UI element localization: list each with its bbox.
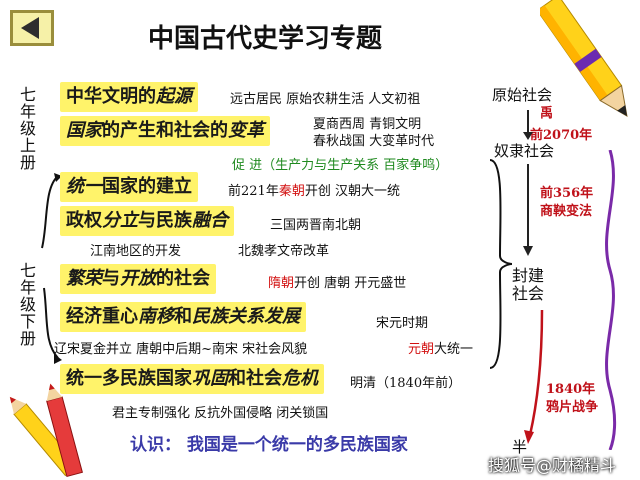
back-button[interactable] — [10, 10, 54, 46]
timeline-opium: 鸦片战争 — [546, 400, 599, 415]
timeline-2070bc: 前2070年 — [530, 128, 593, 143]
detail-yuan: 元朝大统一 — [408, 342, 474, 357]
detail-sui-tang: 隋朝开创 唐朝 开元盛世 — [268, 276, 407, 291]
decorative-wave-icon — [605, 150, 617, 450]
detail-song-yuan: 宋元时期 — [376, 316, 429, 331]
topic-consolidation: 统一多民族国家巩固和社会危机 — [60, 364, 324, 394]
grade-upper-label: 七年级上册 — [17, 86, 36, 171]
detail-ming-qing-features: 君主专制强化 反抗外国侵略 闭关锁国 — [112, 406, 329, 421]
pencil-icon — [9, 383, 83, 478]
timeline-semi: 半 — [512, 438, 528, 456]
curly-brace-icon — [489, 159, 513, 369]
topic-unification: 统一国家的建立 — [60, 172, 198, 202]
topic-division: 政权分立与民族融合 — [60, 206, 234, 236]
timeline-shangyang: 商鞅变法 — [540, 204, 593, 219]
grade-lower-label: 七年级下册 — [17, 262, 36, 347]
detail-xia-shang: 夏商西周 青铜文明 — [313, 117, 422, 132]
detail-beiwei: 北魏孝文帝改革 — [238, 244, 330, 259]
detail-origin: 远古居民 原始农耕生活 人文初祖 — [230, 92, 421, 107]
timeline-arrow-icon — [523, 110, 544, 444]
topic-state-change: 国家的产生和社会的变革 — [60, 116, 270, 146]
pencil-icon — [540, 0, 628, 118]
detail-three-kingdoms: 三国两晋南北朝 — [270, 218, 362, 233]
detail-qin: 前221年秦朝开创 汉朝大一统 — [228, 184, 400, 199]
timeline-primitive: 原始社会 — [492, 86, 553, 104]
detail-ming-qing: 明清（1840年前） — [350, 376, 462, 391]
timeline-356bc: 前356年 — [540, 186, 594, 201]
detail-chunqiu: 春秋战国 大变革时代 — [313, 134, 435, 149]
timeline-1840: 1840年 — [546, 382, 596, 397]
detail-liao-song: 辽宋夏金并立 唐朝中后期~南宋 宋社会风貌 — [54, 342, 308, 357]
watermark: 搜狐号@财橘精斗 — [488, 456, 617, 475]
promote-text: 促 进（生产力与生产关系 百家争鸣） — [232, 158, 449, 173]
timeline-yu: 禹 — [540, 106, 554, 121]
back-arrow-icon — [21, 17, 39, 39]
topic-origin: 中华文明的起源 — [60, 82, 198, 112]
conclusion-text: 认识： 我国是一个统一的多民族国家 — [130, 435, 408, 455]
detail-jiangnan: 江南地区的开发 — [90, 244, 182, 259]
timeline-feudal-2: 社会 — [512, 284, 545, 303]
topic-prosperity: 繁荣与开放的社会 — [60, 264, 216, 294]
timeline-slave: 奴隶社会 — [494, 142, 555, 160]
timeline-feudal-1: 封建 — [512, 266, 545, 285]
topic-economy-south: 经济重心南移和民族关系发展 — [60, 302, 306, 332]
page-title: 中国古代史学习专题 — [148, 24, 383, 54]
